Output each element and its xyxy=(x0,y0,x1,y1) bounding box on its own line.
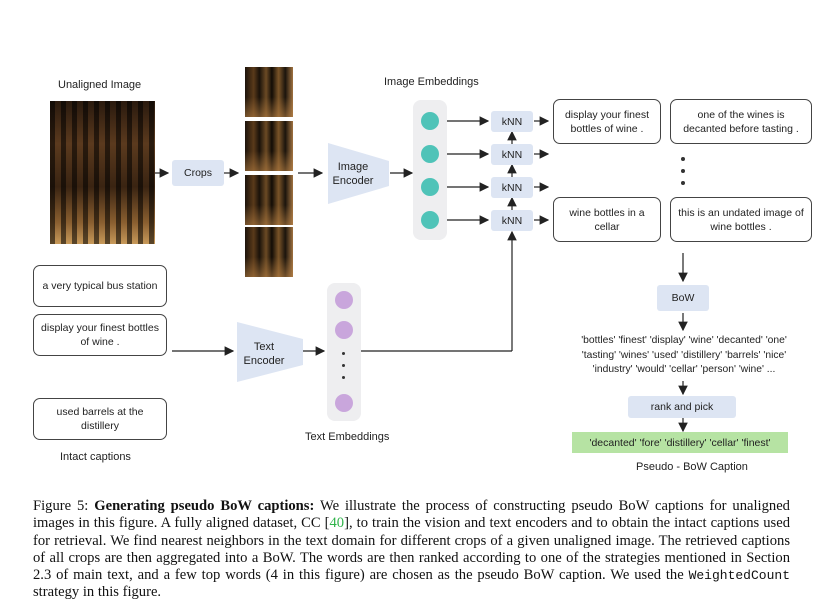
bow-words-line: 'tasting' 'wines' 'used' 'distillery' 'b… xyxy=(581,349,787,361)
knn-label: kNN xyxy=(501,181,523,194)
pseudo-caption-box: 'decanted' 'fore' 'distillery' 'cellar' … xyxy=(572,432,788,453)
intact-captions-label: Intact captions xyxy=(60,451,131,463)
retrieved-caption: display your finest bottles of wine . xyxy=(553,99,661,144)
pseudo-caption-text: 'decanted' 'fore' 'distillery' 'cellar' … xyxy=(589,436,771,449)
rank-and-pick-box: rank and pick xyxy=(628,396,736,418)
intact-caption: display your finest bottles of wine . xyxy=(33,314,167,356)
figure-caption: Figure 5: Generating pseudo BoW captions… xyxy=(33,498,790,602)
figure-connectors xyxy=(155,116,688,433)
intact-caption: a very typical bus station xyxy=(33,265,167,307)
text-encoder-shape xyxy=(237,322,303,382)
citation-link[interactable]: 40 xyxy=(329,515,345,532)
caption-text-1: We illustrate the process of constructin… xyxy=(33,498,790,532)
ellipsis-dot xyxy=(342,364,345,367)
text-encoder-label: Text Encoder xyxy=(243,341,285,367)
caption-title: Generating pseudo BoW captions: xyxy=(94,498,315,514)
crop-thumbnail xyxy=(245,175,293,225)
crops-label: Crops xyxy=(183,167,212,179)
retrieved-caption: this is an undated image of wine bottles… xyxy=(670,197,812,242)
caption-text-3: strategy in this figure. xyxy=(33,584,162,601)
image-embedding-dot xyxy=(421,145,439,163)
ellipsis-dot xyxy=(681,169,685,173)
ellipsis-dot xyxy=(342,352,345,355)
image-encoder-label: Image Encoder xyxy=(332,161,374,187)
knn-box: kNN xyxy=(491,177,533,198)
knn-label: kNN xyxy=(501,214,523,227)
bow-box: BoW xyxy=(657,285,709,311)
image-encoder-shape xyxy=(328,143,389,204)
strategy-name: WeightedCount xyxy=(688,568,790,584)
figure-number: Figure 5: xyxy=(33,498,89,514)
knn-box: kNN xyxy=(491,111,533,132)
image-embedding-dot xyxy=(421,211,439,229)
figure: Unaligned Image Crops Image Encoder Imag… xyxy=(33,67,815,473)
text-embedding-dot xyxy=(335,291,353,309)
ellipsis-dot xyxy=(342,376,345,379)
image-embeddings-label: Image Embeddings xyxy=(384,76,479,88)
image-embeddings-panel xyxy=(413,100,447,240)
crop-thumbnail xyxy=(245,67,293,117)
text-embeddings-label: Text Embeddings xyxy=(305,431,390,443)
intact-caption: used barrels at the distillery xyxy=(33,398,167,440)
ellipsis-dot xyxy=(681,181,685,185)
bow-words-line: 'bottles' 'finest' 'display' 'wine' 'dec… xyxy=(581,335,787,346)
unaligned-image xyxy=(50,101,155,244)
ellipsis-dot xyxy=(681,157,685,161)
knn-label: kNN xyxy=(501,148,523,161)
crop-thumbnail xyxy=(245,121,293,171)
crop-thumbnail xyxy=(245,227,293,277)
pseudo-caption-label: Pseudo - BoW Caption xyxy=(636,461,748,473)
rank-and-pick-label: rank and pick xyxy=(650,401,714,413)
text-embeddings-panel xyxy=(327,283,361,421)
unaligned-image-label: Unaligned Image xyxy=(58,79,142,91)
knn-box: kNN xyxy=(491,144,533,165)
image-embedding-dot xyxy=(421,178,439,196)
knn-label: kNN xyxy=(501,115,523,128)
text-embedding-dot xyxy=(335,394,353,412)
bow-words-line: 'industry' 'would' 'cellar' 'person' 'wi… xyxy=(592,364,776,375)
knn-box: kNN xyxy=(491,210,533,231)
crops-box: Crops xyxy=(172,160,224,186)
caption-text-2: ], to train the vision and text encoders… xyxy=(33,515,790,584)
bow-label: BoW xyxy=(671,292,695,304)
bow-words: 'bottles' 'finest' 'display' 'wine' 'dec… xyxy=(553,334,815,378)
retrieved-caption: one of the wines is decanted before tast… xyxy=(670,99,812,144)
retrieved-caption: wine bottles in a cellar xyxy=(553,197,661,242)
text-embedding-dot xyxy=(335,321,353,339)
image-embedding-dot xyxy=(421,112,439,130)
